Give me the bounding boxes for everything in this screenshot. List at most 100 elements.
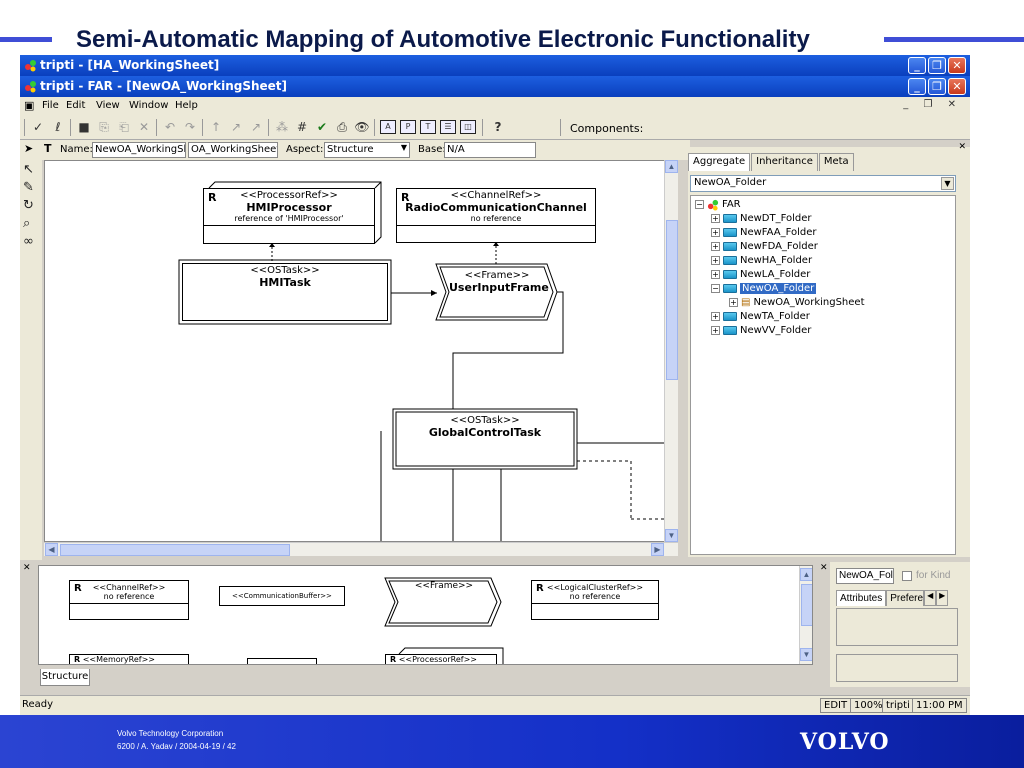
validate-icon[interactable]: ✔ bbox=[316, 120, 328, 134]
tool-palette: ↖ ✎ ↻ ⌕ ∞ bbox=[20, 160, 42, 560]
help-icon[interactable]: ? bbox=[494, 120, 502, 134]
tree-item[interactable]: +NewDT_Folder bbox=[711, 213, 812, 224]
aspect-select[interactable]: Structure▼ bbox=[324, 142, 410, 158]
up-right-icon[interactable]: ↗ bbox=[230, 120, 242, 134]
hmi-processor-box[interactable]: R <<ProcessorRef>> HMIProcessor referenc… bbox=[203, 188, 375, 244]
undo-icon[interactable]: ↶ bbox=[164, 120, 176, 134]
tree-item-child[interactable]: +▤NewOA_WorkingSheet bbox=[729, 297, 865, 308]
vertical-scroll-thumb[interactable] bbox=[666, 220, 678, 380]
scroll-down-icon[interactable]: ▼ bbox=[665, 529, 678, 542]
base-field[interactable]: N/A bbox=[444, 142, 536, 158]
tab-meta[interactable]: Meta bbox=[818, 153, 854, 171]
user-frame-stereotype: <<Frame>> bbox=[464, 270, 530, 281]
menu-edit[interactable]: Edit bbox=[66, 100, 86, 111]
palette-channel-ref[interactable]: R <<ChannelRef>> no reference bbox=[69, 580, 189, 620]
pointer-icon[interactable]: ➤ bbox=[24, 142, 34, 155]
tab-attributes[interactable]: Attributes bbox=[836, 590, 887, 606]
inner-title-bar[interactable]: tripti - FAR - [NewOA_WorkingSheet] _ ❐ … bbox=[20, 76, 970, 97]
scroll-right-icon[interactable]: ▶ bbox=[651, 543, 664, 556]
up-icon[interactable]: ↑ bbox=[210, 120, 222, 134]
status-bar: Ready EDIT 100% tripti 11:00 PM bbox=[20, 695, 970, 715]
tree-root[interactable]: − FAR bbox=[695, 199, 741, 211]
horizontal-scroll-thumb[interactable] bbox=[60, 544, 290, 556]
tree-item[interactable]: +NewHA_Folder bbox=[711, 255, 813, 266]
canvas-horizontal-scrollbar[interactable]: ◀ ▶ bbox=[44, 542, 678, 556]
palette-communication-buffer[interactable]: <<CommunicationBuffer>> bbox=[219, 586, 345, 606]
attribute-a-icon[interactable]: A bbox=[380, 120, 396, 134]
folder-select[interactable]: NewOA_Folder ▼ bbox=[690, 175, 956, 192]
global-task-stereotype: <<OSTask>> bbox=[450, 415, 520, 426]
redo-icon[interactable]: ↷ bbox=[184, 120, 196, 134]
menu-help[interactable]: Help bbox=[175, 100, 198, 111]
copy-icon[interactable]: ⎘ bbox=[99, 120, 109, 134]
outer-title-bar[interactable]: tripti - [HA_WorkingSheet] _ ❐ ✕ bbox=[20, 55, 970, 76]
delete-icon[interactable]: ✕ bbox=[138, 120, 150, 134]
text-tool-icon[interactable]: T bbox=[44, 142, 52, 155]
rotate-tool-icon[interactable]: ↻ bbox=[23, 198, 34, 213]
pen-tool-icon[interactable]: ✎ bbox=[23, 180, 34, 195]
radio-channel-box[interactable]: R <<ChannelRef>> RadioCommunicationChann… bbox=[396, 188, 596, 243]
menu-file[interactable]: File bbox=[42, 100, 59, 111]
chevron-down-icon[interactable]: ▼ bbox=[941, 177, 954, 190]
mdi-controls[interactable]: _ ❐ ✕ bbox=[903, 99, 962, 110]
menu-window[interactable]: Window bbox=[129, 100, 169, 111]
tree-item[interactable]: +NewFDA_Folder bbox=[711, 241, 818, 252]
attribute-p-icon[interactable]: P bbox=[400, 120, 416, 134]
palette-processor-ref[interactable]: R <<ProcessorRef>> bbox=[385, 654, 497, 664]
minimize-button[interactable]: _ bbox=[908, 57, 926, 74]
chevron-right-icon[interactable]: ▶ bbox=[936, 590, 949, 606]
palette-memory-ref[interactable]: R <<MemoryRef>> bbox=[69, 654, 189, 664]
panel-icon[interactable]: ◫ bbox=[460, 120, 476, 134]
diagram-canvas[interactable]: R <<ProcessorRef>> HMIProcessor referenc… bbox=[44, 160, 677, 542]
up-right-alt-icon[interactable]: ↗ bbox=[250, 120, 262, 134]
tab-structure[interactable]: Structure bbox=[40, 669, 90, 686]
palette-frame[interactable]: <<Frame>> bbox=[414, 581, 474, 591]
tree-item[interactable]: +NewLA_Folder bbox=[711, 269, 811, 280]
inner-restore-button[interactable]: ❐ bbox=[928, 78, 946, 95]
scroll-up-icon[interactable]: ▲ bbox=[665, 160, 678, 173]
tab-inheritance[interactable]: Inheritance bbox=[751, 153, 818, 171]
name-field[interactable]: NewOA_WorkingSh bbox=[92, 142, 186, 158]
palette-scrollbar[interactable]: ▲ ▼ bbox=[799, 566, 812, 664]
paste-icon[interactable]: ⎗ bbox=[119, 120, 129, 134]
attribute-t-icon[interactable]: T bbox=[420, 120, 436, 134]
constraint-icon[interactable]: ℓ bbox=[55, 120, 61, 134]
scroll-up-icon[interactable]: ▲ bbox=[800, 568, 812, 581]
object-name-field[interactable]: NewOA_Fol bbox=[836, 568, 894, 584]
hash-icon[interactable]: # bbox=[296, 120, 308, 134]
for-kind-checkbox[interactable] bbox=[902, 571, 912, 581]
user-input-frame[interactable]: <<Frame>> UserInputFrame bbox=[449, 270, 549, 294]
tree-item[interactable]: +NewFAA_Folder bbox=[711, 227, 817, 238]
check-icon[interactable]: ✓ bbox=[32, 120, 44, 134]
menu-view[interactable]: View bbox=[96, 100, 120, 111]
zoom-tool-icon[interactable]: ⌕ bbox=[23, 216, 31, 231]
global-control-task-box[interactable]: <<OSTask>> GlobalControlTask bbox=[399, 415, 571, 463]
tab-aggregate[interactable]: Aggregate bbox=[688, 153, 751, 171]
name-field-secondary[interactable]: OA_WorkingSheet bbox=[188, 142, 278, 158]
binoculars-icon[interactable]: 👁 bbox=[354, 120, 370, 134]
link-tool-icon[interactable]: ∞ bbox=[23, 234, 34, 249]
scroll-left-icon[interactable]: ◀ bbox=[45, 543, 58, 556]
palette-close-icon[interactable]: ✕ bbox=[23, 562, 31, 572]
attributes-close-icon[interactable]: ✕ bbox=[820, 562, 828, 572]
tab-preferences[interactable]: Prefere bbox=[886, 590, 925, 606]
inner-close-button[interactable]: ✕ bbox=[948, 78, 966, 95]
list-icon[interactable]: ☰ bbox=[440, 120, 456, 134]
tree-item[interactable]: +NewTA_Folder bbox=[711, 311, 810, 322]
print-icon[interactable]: ⎙ bbox=[337, 120, 347, 134]
palette-blank-box[interactable] bbox=[247, 658, 317, 664]
restore-button[interactable]: ❐ bbox=[928, 57, 946, 74]
scroll-down-icon[interactable]: ▼ bbox=[800, 648, 812, 661]
panel-close-icon[interactable]: ✕ bbox=[958, 141, 966, 151]
chevron-left-icon[interactable]: ◀ bbox=[924, 590, 937, 606]
inner-minimize-button[interactable]: _ bbox=[908, 78, 926, 95]
close-button[interactable]: ✕ bbox=[948, 57, 966, 74]
tree-item-selected[interactable]: −NewOA_Folder bbox=[711, 283, 817, 294]
hmi-task-box[interactable]: <<OSTask>> HMITask bbox=[182, 263, 388, 321]
canvas-vertical-scrollbar[interactable]: ▲ ▼ bbox=[664, 160, 678, 542]
grid-icon[interactable]: ⁂ bbox=[276, 120, 288, 134]
connect-tool-icon[interactable]: ↖ bbox=[23, 162, 34, 177]
save-icon[interactable]: ■ bbox=[78, 120, 90, 134]
tree-item[interactable]: +NewVV_Folder bbox=[711, 325, 812, 336]
palette-logical-cluster-ref[interactable]: R <<LogicalClusterRef>> no reference bbox=[531, 580, 659, 620]
